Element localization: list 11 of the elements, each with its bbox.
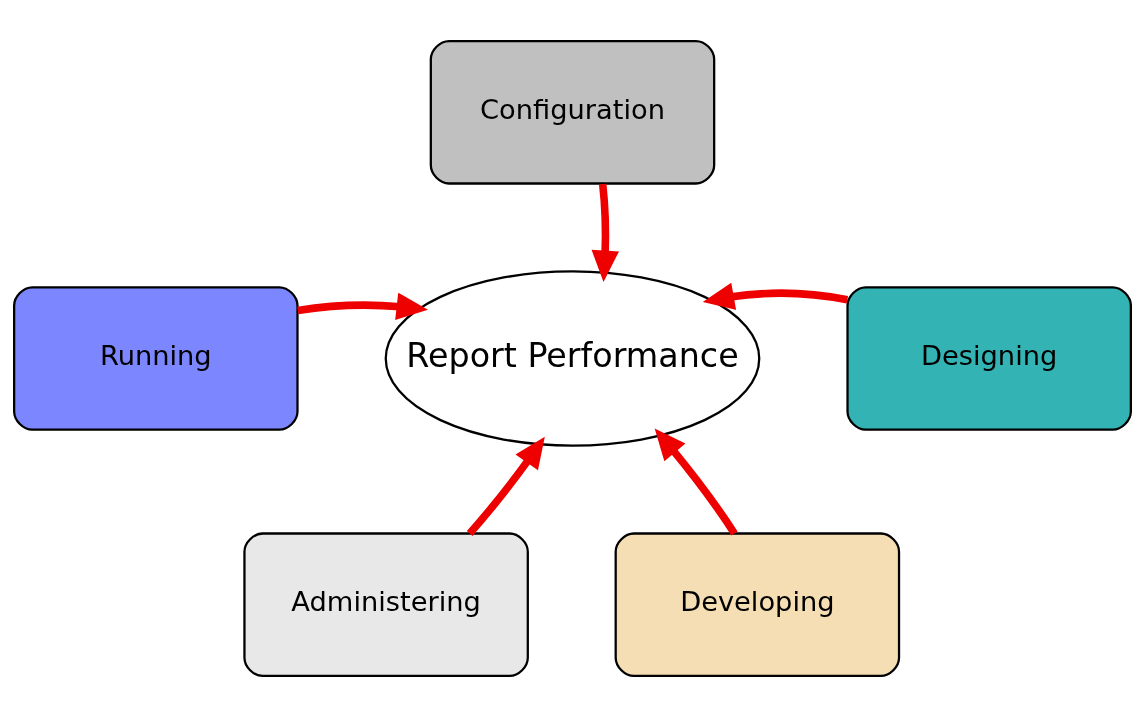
node-box: Developing: [614, 532, 901, 678]
arrow: [297, 292, 428, 320]
arrow: [591, 183, 620, 283]
node-ellipse: Report Performance: [384, 270, 761, 447]
node-box: Running: [13, 286, 299, 431]
arrow: [702, 282, 849, 310]
node-box: Configuration: [429, 39, 716, 185]
arrow: [654, 428, 738, 536]
node-box: Designing: [846, 286, 1132, 431]
node-box: Administering: [243, 532, 529, 678]
arrow: [466, 436, 545, 536]
